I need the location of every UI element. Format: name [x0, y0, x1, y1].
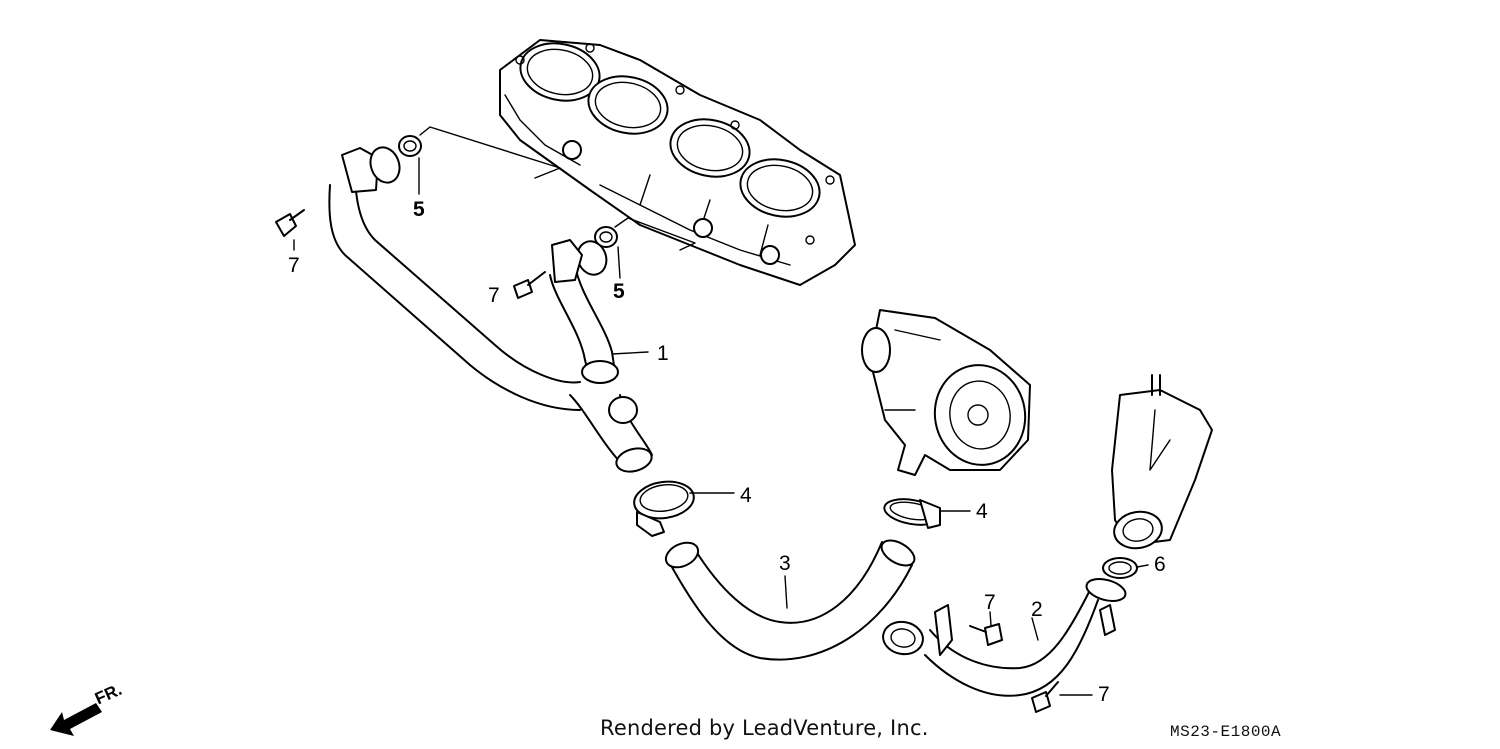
callout-7-mid-left: 7 [488, 284, 500, 307]
diagram-code: MS23-E1800A [1170, 723, 1282, 741]
hose-clamp-left[interactable] [632, 478, 696, 537]
water-hose-3[interactable] [662, 535, 919, 661]
bolt-upper-left[interactable] [275, 209, 305, 237]
callout-4-right: 4 [976, 500, 988, 523]
callout-7-lower-right: 7 [1098, 683, 1110, 706]
water-pipe-2[interactable] [881, 575, 1128, 697]
callout-1: 1 [657, 342, 669, 365]
water-pump[interactable] [861, 309, 1033, 476]
water-pipe-1[interactable] [328, 143, 654, 475]
callout-5-lower: 5 [613, 280, 625, 303]
callout-4-left: 4 [740, 484, 752, 507]
bolt-lower-right[interactable] [1031, 681, 1059, 713]
thermostat-housing[interactable] [1111, 374, 1213, 552]
callout-2: 2 [1031, 598, 1043, 621]
cylinder-block[interactable] [499, 36, 856, 286]
hose-clamp-right[interactable] [882, 495, 941, 529]
callout-6: 6 [1154, 553, 1166, 576]
o-ring-thermostat[interactable] [1102, 557, 1138, 579]
bolt-mid-left[interactable] [513, 271, 546, 299]
footer-credit: Rendered by LeadVenture, Inc. [600, 716, 929, 740]
callout-7-mid-right: 7 [984, 591, 996, 614]
callout-7-upper-left: 7 [288, 254, 300, 277]
callout-5-upper: 5 [413, 198, 425, 221]
bolt-mid-right[interactable] [969, 623, 1003, 646]
front-direction-arrow-icon [50, 703, 102, 736]
callout-3: 3 [779, 552, 791, 575]
o-ring-lower[interactable] [594, 226, 618, 248]
o-ring-upper[interactable] [398, 135, 422, 157]
